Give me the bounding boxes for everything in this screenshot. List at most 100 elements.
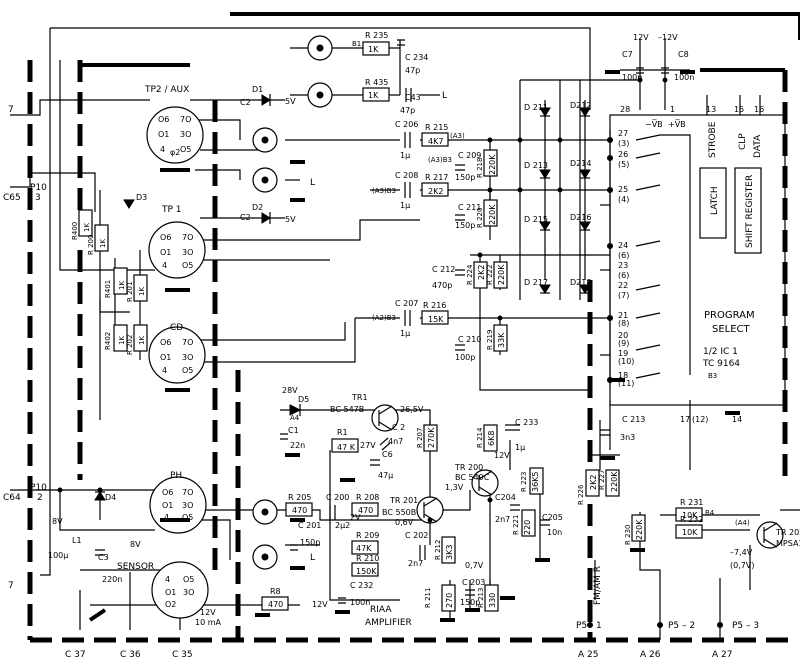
r202-value: 1K (138, 336, 146, 345)
diode-matrix (94, 94, 591, 501)
r219-label: R 219 (486, 330, 494, 350)
svg-text:7O: 7O (182, 488, 193, 497)
c233-value: 1μ (515, 443, 525, 452)
r224-value: 2K2 (477, 265, 486, 280)
r231-value: 10K (682, 511, 698, 520)
d216-label: D216 (570, 213, 591, 222)
svg-text:7O: 7O (182, 233, 193, 242)
r222-label: R 222 (486, 265, 494, 285)
0-7v-label: 0,7V (465, 561, 484, 570)
c207-label: C 207 (395, 299, 418, 308)
c207-value: 1μ (400, 329, 410, 338)
a25-label: A 25 (578, 650, 598, 660)
ic-pin1: 1 (670, 105, 675, 114)
a4-label: A4 (290, 414, 300, 422)
8v-label: 8V (52, 517, 63, 526)
ic-pin-label: 19 (618, 349, 628, 358)
svg-text:O1: O1 (158, 130, 169, 139)
c211-value: 150p (455, 221, 475, 230)
c43-value: 47p (400, 106, 415, 115)
p10-label-top: P10 (30, 183, 47, 193)
svg-text:O1: O1 (162, 501, 173, 510)
svg-text:7O: 7O (182, 338, 193, 347)
d214-label: D214 (570, 159, 591, 168)
r218-value: 220K (488, 154, 497, 175)
ic-pin-label: 20 (618, 331, 628, 340)
ic-clp-label: CLP (738, 133, 748, 150)
a4-paren-label: (A4) (735, 519, 750, 527)
a27-label: A 27 (712, 650, 732, 660)
c201-label: C 201 (298, 521, 321, 530)
ic-vb2: +V̅B (668, 119, 686, 129)
r211-value: 270 (445, 593, 454, 608)
r215-label: R 215 (425, 123, 448, 132)
svg-text:O5: O5 (180, 145, 191, 154)
c203-value: 150p (460, 598, 480, 607)
svg-text:4: 4 (164, 513, 169, 522)
d218-label: D218 (570, 278, 591, 287)
r216-value: 15K (428, 315, 444, 324)
c3-value: 220n (102, 575, 122, 584)
ic-title-2: SELECT (712, 324, 751, 335)
ic-pin12: (12) (692, 415, 708, 424)
svg-text:3O: 3O (182, 501, 193, 510)
c3-label: C3 (98, 553, 109, 562)
r214-value: 6K8 (487, 431, 496, 446)
svg-text:O1: O1 (160, 353, 171, 362)
r216-label: R 216 (423, 301, 446, 310)
tr1-type: BC 547B (330, 405, 364, 414)
svg-text:O5: O5 (182, 261, 193, 270)
tr202-label: TR 202 (775, 528, 800, 537)
ic-loc: B3 (708, 372, 717, 380)
r232-label: R 232 (680, 515, 703, 524)
svg-text:3O: 3O (182, 353, 193, 362)
r1-label: R1 (337, 428, 348, 437)
svg-text:φ2: φ2 (170, 148, 180, 157)
p10-label-bottom: P10 (30, 483, 47, 493)
d1-label: D1 (252, 85, 263, 94)
c43-label: C43 (405, 93, 421, 102)
ic-pin28: 28 (620, 105, 630, 114)
ic-pin-label: 26 (618, 150, 628, 159)
svg-text:4: 4 (165, 575, 170, 584)
r400-value: 1K (83, 223, 91, 232)
tr200-label: TR 200 (454, 463, 483, 472)
c2b-label: C 2 (392, 423, 405, 432)
c1-value: 22n (290, 441, 305, 450)
c7-value: 100n (622, 73, 642, 82)
2v-label: 2V (350, 513, 361, 522)
r401-value: 1K (118, 281, 126, 290)
tr200-type: BC 549C (455, 473, 490, 482)
r214-label: R 214 (476, 427, 484, 448)
capacitors (95, 39, 669, 604)
ic-pin-label: (6) (618, 271, 629, 280)
l1-value: 100μ (48, 551, 68, 560)
r209-label: R 209 (356, 531, 379, 540)
p10-pin3: 3 (35, 193, 41, 203)
r219-value: 33K (497, 332, 506, 348)
svg-text:O6: O6 (160, 338, 171, 347)
c213-label: C 213 (622, 415, 645, 424)
l1-label: L1 (72, 536, 82, 545)
r227-value: 220K (610, 471, 619, 492)
r231-label: R 231 (680, 498, 703, 507)
5v-label-1: 5V (285, 97, 296, 106)
pin7-top: 7 (8, 105, 14, 115)
5v-label-2: 5V (285, 215, 296, 224)
r435-value: 1K (368, 91, 379, 100)
r209-value: 47K (356, 544, 372, 553)
ic1-program-select: LATCH SHIFT REGISTER STROBE CLP DATA PRO… (609, 105, 786, 424)
r220-label: R 220 (476, 208, 484, 228)
d217-label: D 217 (524, 278, 548, 287)
12v-label-b: 12V (200, 608, 216, 617)
r201-label: R 201 (126, 282, 134, 302)
c202-value: 2n7 (408, 559, 423, 568)
amplifier-label: AMPLIFIER (365, 618, 412, 628)
c204-value: 2n7 (495, 515, 510, 524)
ic-title: PROGRAM (704, 310, 755, 321)
svg-text:7O: 7O (180, 115, 191, 124)
resistors (78, 41, 703, 612)
connector-sockets (88, 35, 740, 622)
r213-value: 330 (488, 593, 497, 608)
d2-label: D2 (252, 203, 263, 212)
